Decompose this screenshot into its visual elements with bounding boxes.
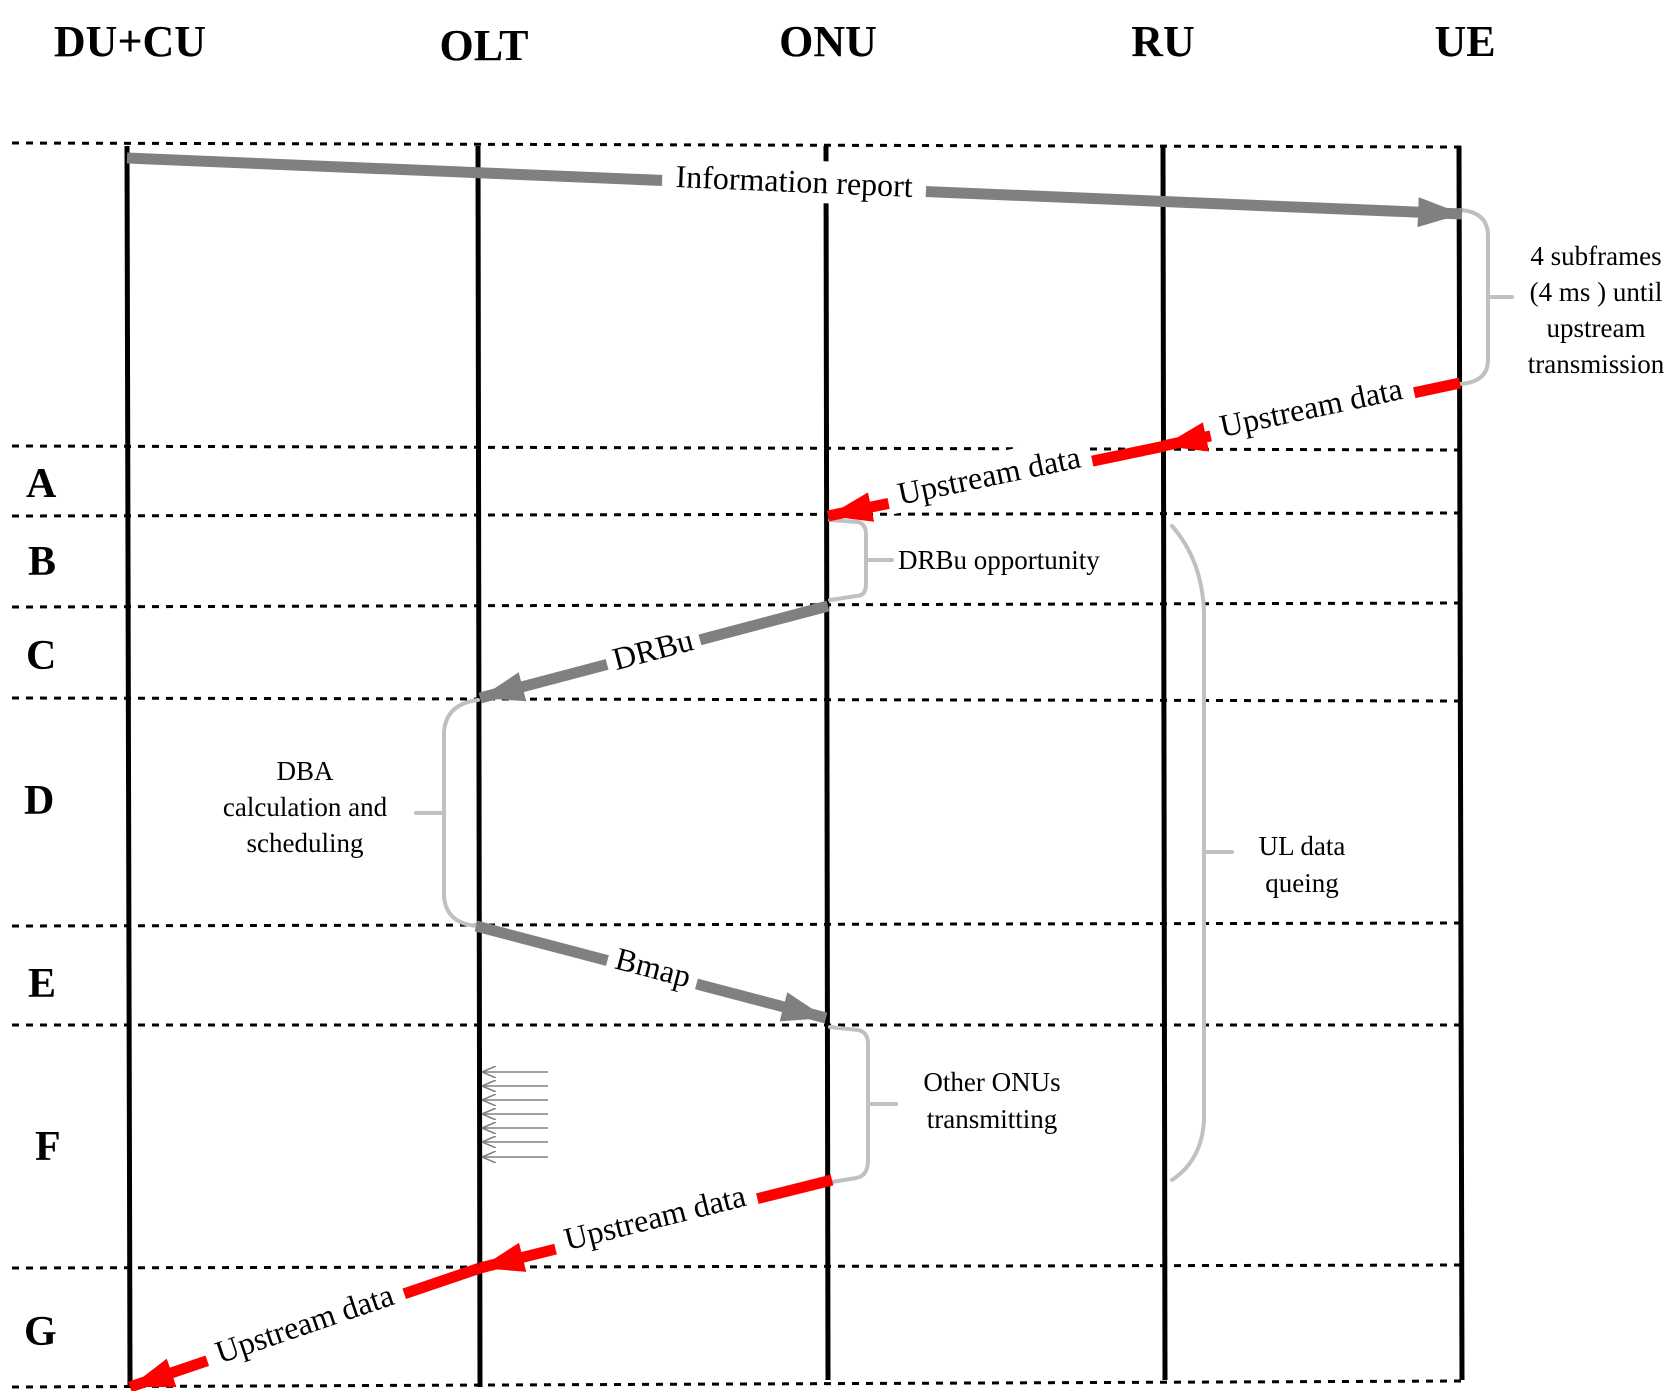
note-ul-queue: UL data queing — [1259, 831, 1346, 898]
phase-separator-b-top — [11, 511, 1463, 518]
onu-upstream-label: Upstream data — [560, 1177, 749, 1257]
phase-separator-d-top — [11, 696, 1463, 703]
other-onu-arrows — [482, 1072, 548, 1157]
lifeline-ducu — [124, 145, 133, 1388]
node-label-ru: RU — [1131, 17, 1195, 66]
phase-separator-e-top — [11, 921, 1463, 928]
bracket-dba — [414, 698, 480, 928]
data-arrows — [128, 377, 1462, 1391]
phase-separator-a-top — [11, 444, 1463, 452]
lifeline-ru — [1160, 145, 1168, 1381]
lifeline-onu — [823, 145, 831, 1381]
phase-label-e: E — [28, 961, 56, 1007]
note-subframes-line-1: 4 subframes — [1530, 241, 1661, 271]
phase-label-d: D — [24, 778, 54, 824]
bracket-ul-queue — [1170, 524, 1234, 1182]
brackets — [414, 208, 1514, 1184]
note-dba-line-3: scheduling — [247, 828, 364, 858]
phase-separator-c-top — [11, 601, 1463, 609]
note-ul-queue-line-1: UL data — [1259, 831, 1346, 861]
ue-upstream-label: Upstream data — [1216, 370, 1405, 444]
lifeline-olt — [475, 145, 483, 1388]
node-label-olt: OLT — [440, 21, 529, 70]
phase-separators — [11, 141, 1463, 1389]
note-ul-queue-line-2: queing — [1265, 868, 1339, 898]
note-dba-line-2: calculation and — [223, 792, 388, 822]
bmap-label-bg — [603, 935, 704, 998]
note-other-onus-line-1: Other ONUs — [923, 1067, 1060, 1097]
control-arrows — [126, 152, 1463, 1024]
note-drbu-opportunity: DRBu opportunity — [898, 545, 1100, 575]
note-dba-line-1: DBA — [276, 756, 334, 786]
ru-upstream-label-bg — [882, 433, 1095, 515]
lifeline-ue — [1456, 145, 1465, 1381]
node-label-ue: UE — [1434, 17, 1495, 66]
bracket-drbu-opportunity — [828, 518, 894, 602]
ue-upstream-label-bg — [1204, 364, 1417, 448]
info-report-label-group: Information report — [661, 154, 927, 208]
ue-upstream-label-group: Upstream data — [1204, 364, 1417, 448]
drbu-label-bg — [600, 616, 704, 680]
phase-label-c: C — [26, 633, 56, 679]
note-dba: DBA calculation and scheduling — [223, 756, 388, 858]
info-report-label-bg — [661, 154, 927, 208]
phase-separator-top — [11, 141, 1463, 149]
phase-label-g: G — [24, 1309, 57, 1355]
lifelines — [124, 145, 1465, 1388]
note-subframes: 4 subframes (4 ms ) until upstream trans… — [1528, 241, 1665, 379]
onu-upstream-label-group: Upstream data — [548, 1171, 761, 1261]
phase-label-a: A — [26, 461, 57, 507]
bracket-subframes — [1458, 208, 1514, 386]
phase-label-f: F — [35, 1124, 61, 1170]
phase-separator-bottom — [11, 1379, 1463, 1389]
note-other-onus-line-2: transmitting — [927, 1104, 1058, 1134]
onu-upstream-label-bg — [548, 1171, 761, 1261]
node-label-ducu: DU+CU — [54, 17, 206, 66]
olt-upstream-label: Upstream data — [211, 1276, 398, 1370]
note-subframes-line-3: upstream — [1547, 313, 1646, 343]
phase-separator-g-top — [11, 1263, 1463, 1270]
olt-upstream-label-bg — [199, 1269, 409, 1375]
bracket-other-onus — [828, 1025, 898, 1184]
note-drbu-opportunity-line-1: DRBu opportunity — [898, 545, 1100, 575]
bmap-label-group: Bmap — [603, 935, 704, 998]
olt-upstream-label-group: Upstream data — [199, 1269, 409, 1375]
node-label-onu: ONU — [779, 17, 877, 66]
note-subframes-line-2: (4 ms ) until — [1530, 277, 1663, 307]
note-subframes-line-4: transmission — [1528, 349, 1665, 379]
phase-label-b: B — [28, 539, 56, 585]
note-other-onus: Other ONUs transmitting — [923, 1067, 1060, 1134]
drbu-label-group: DRBu — [600, 616, 704, 680]
ru-upstream-label-group: Upstream data — [882, 433, 1095, 515]
